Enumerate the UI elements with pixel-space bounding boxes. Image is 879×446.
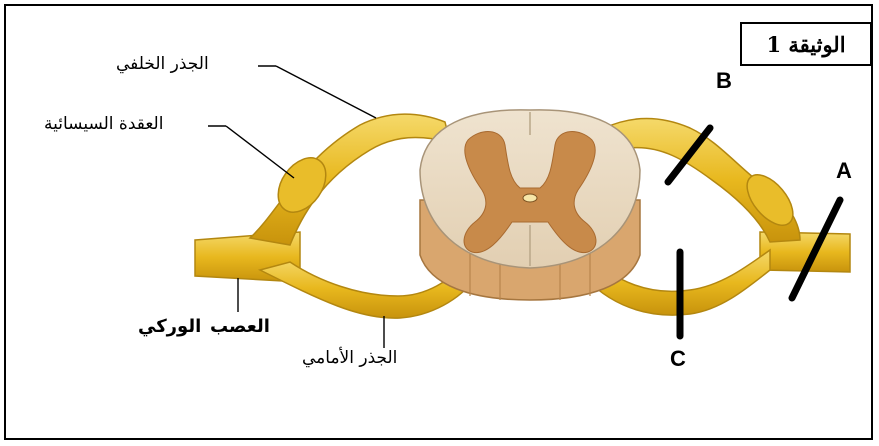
label-spinal-ganglion: العقدة السيسائية [44, 114, 163, 134]
label-sciatic-nerve-2: الوركي [138, 316, 201, 337]
marker-label-c: C [670, 346, 686, 372]
label-anterior-root: الجذر الأمامي [302, 348, 397, 368]
leader-posterior-root [276, 66, 376, 118]
marker-label-a: A [836, 158, 852, 184]
document-title-box: الوثيقة 1 [740, 22, 872, 66]
label-posterior-root: الجذر الخلفي [116, 54, 209, 74]
marker-label-b: B [716, 68, 732, 94]
label-sciatic-nerve-1: العصب [210, 316, 270, 337]
leader-ganglion [226, 126, 294, 178]
spinal-cord-section [420, 110, 640, 300]
document-title: الوثيقة 1 [766, 32, 845, 57]
